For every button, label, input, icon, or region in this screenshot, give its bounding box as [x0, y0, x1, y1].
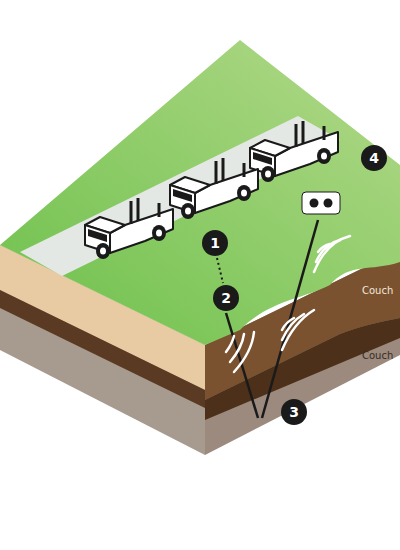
sensor-dot [324, 199, 333, 208]
sensor-dot [310, 199, 319, 208]
callout-number: 1 [202, 230, 228, 256]
layer-name: Couch [362, 350, 393, 361]
layer-name: Couch [362, 285, 393, 296]
geophone-sensor [302, 192, 340, 214]
callout-number: 3 [281, 399, 307, 425]
vibrator-truck [250, 121, 338, 182]
callout-number: 2 [213, 285, 239, 311]
seismic-waves [226, 236, 350, 372]
vibrator-truck [170, 158, 258, 219]
callout-number-text: 2 [221, 291, 231, 305]
ray-path [226, 313, 258, 418]
layer-name-text: Couch [362, 350, 393, 361]
layer-name-text: Couch [362, 285, 393, 296]
callout-number: 4 [361, 145, 387, 171]
road [20, 116, 340, 276]
callout-number-text: 4 [369, 151, 379, 165]
ray-path [262, 220, 318, 418]
callout-number-text: 1 [210, 236, 220, 250]
callout-number-text: 3 [289, 405, 299, 419]
vibrator-truck [85, 198, 173, 259]
grass-surface [0, 40, 400, 345]
source-dotted-line [217, 258, 223, 283]
